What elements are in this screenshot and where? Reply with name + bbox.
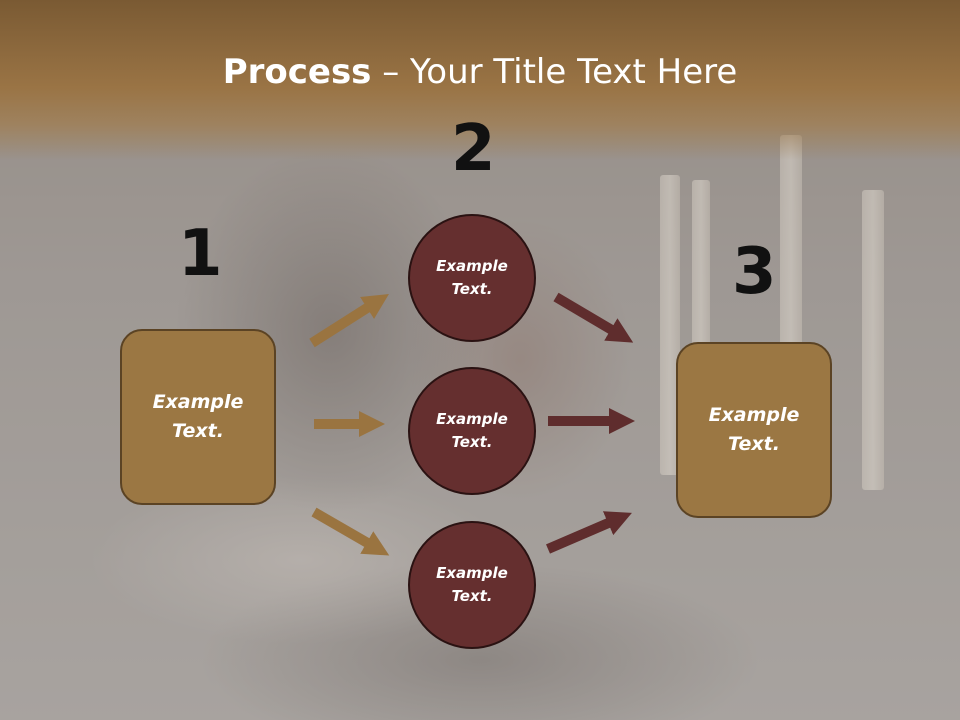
title-rest: – Your Title Text Here — [371, 52, 738, 92]
step-3-label: Example Text. — [708, 404, 800, 455]
step-2-circle-bottom: Example Text. — [408, 521, 536, 649]
arrow-1-to-top — [309, 294, 389, 348]
step-2-item-1: Example Text. — [436, 257, 508, 298]
step-2-item-3: Example Text. — [436, 564, 508, 605]
arrow-bottom-to-3 — [546, 511, 632, 554]
slide-title: Process – Your Title Text Here — [0, 52, 960, 92]
step-1-label: Example Text. — [152, 391, 244, 442]
step-2-circle-top: Example Text. — [408, 214, 536, 342]
step-2-item-2: Example Text. — [436, 410, 508, 451]
candle — [862, 190, 884, 490]
arrow-top-to-3 — [553, 292, 634, 343]
step-number-3: 3 — [732, 235, 777, 309]
step-number-2: 2 — [451, 112, 496, 186]
arrow-1-to-bottom — [311, 507, 390, 556]
candle — [660, 175, 680, 475]
step-3-box: Example Text. — [676, 342, 832, 518]
step-2-circle-middle: Example Text. — [408, 367, 536, 495]
title-band — [0, 0, 960, 160]
step-number-1: 1 — [178, 217, 223, 291]
step-1-box: Example Text. — [120, 329, 276, 505]
title-bold: Process — [222, 52, 372, 92]
